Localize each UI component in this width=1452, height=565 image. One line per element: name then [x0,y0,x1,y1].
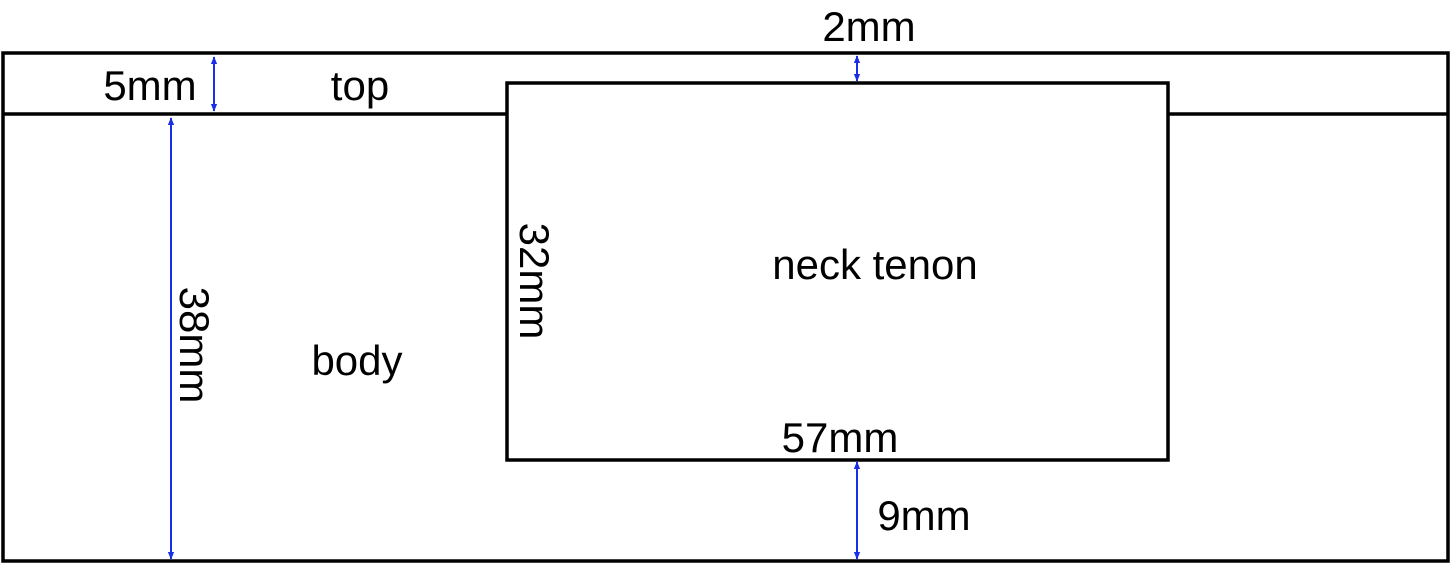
neck-tenon-label: neck tenon [772,241,978,288]
tenon-gap-bottom-label: 9mm [877,492,970,539]
body-outline [1,51,1450,563]
body-thickness-label: 38mm [171,287,218,404]
top-thickness-label: 5mm [103,62,196,109]
tenon-gap-top-label: 2mm [822,3,915,50]
tenon-length-label: 57mm [782,414,899,461]
neck-tenon-outline [505,81,1170,462]
body-label: body [311,337,402,384]
tenon-height-label: 32mm [511,223,558,340]
top-label: top [331,62,389,109]
